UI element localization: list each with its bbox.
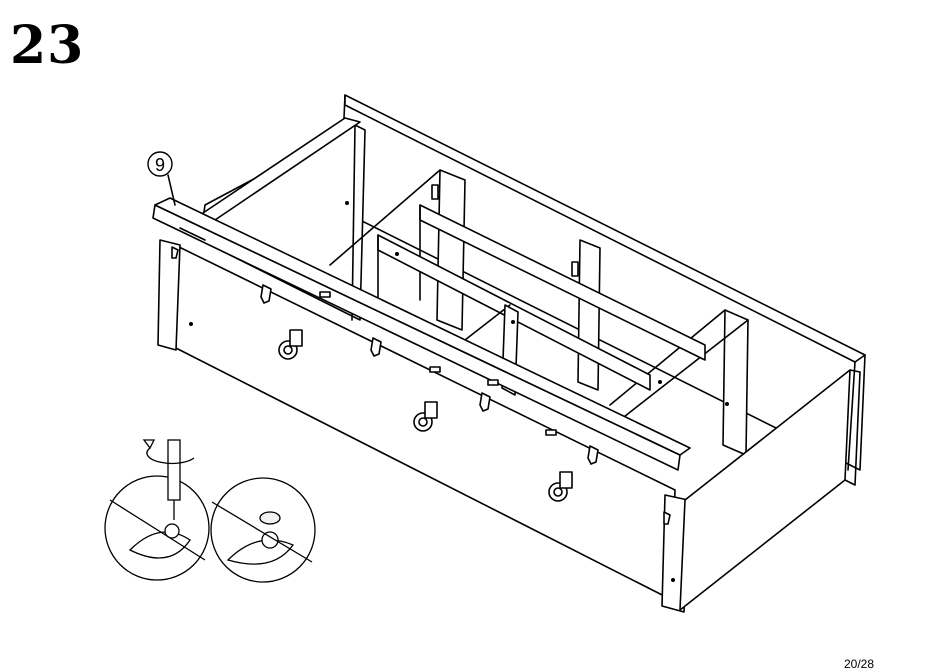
part-callout-9: 9 <box>148 152 172 176</box>
detail-adjust-cam <box>105 440 209 580</box>
callout-label: 9 <box>155 155 165 175</box>
detail-locked-cam <box>211 478 315 582</box>
page-number: 20/28 <box>844 657 874 671</box>
